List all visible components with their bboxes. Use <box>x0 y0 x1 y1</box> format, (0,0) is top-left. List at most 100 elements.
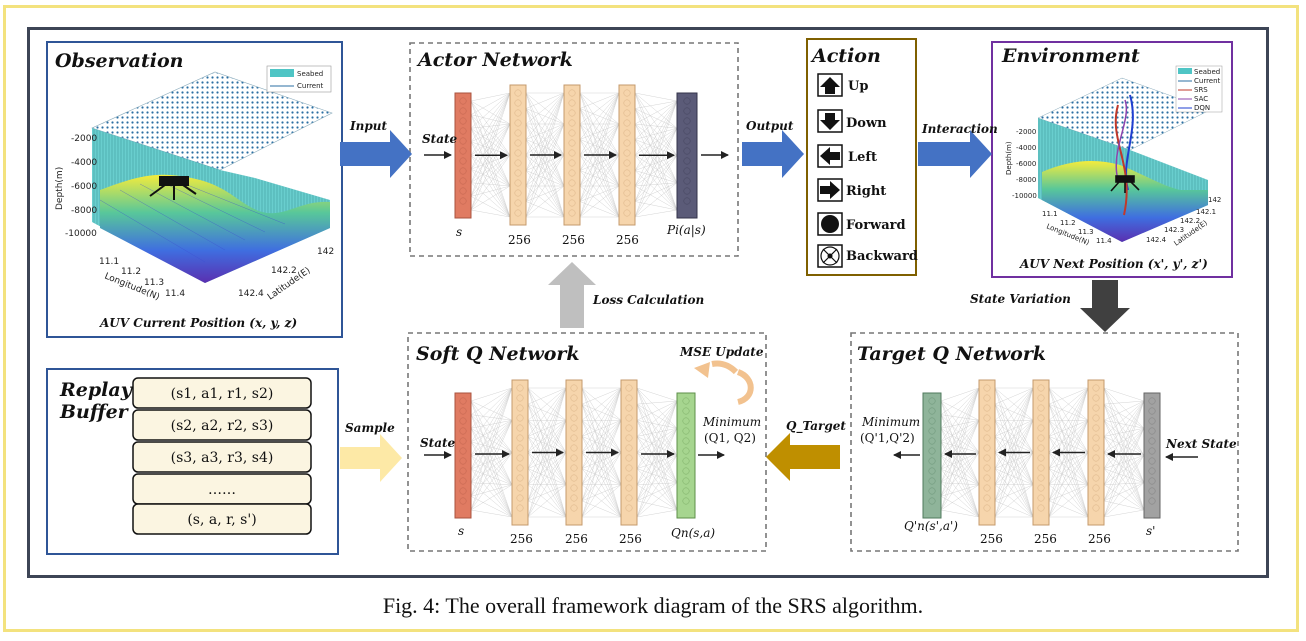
figure-caption: Fig. 4: The overall framework diagram of… <box>382 593 924 618</box>
actor-labels: State s 256 256 256 Pi(a|s) <box>422 132 706 247</box>
action-title: Action <box>810 45 881 67</box>
right-arrow-icon <box>820 181 840 199</box>
buffer-row <box>132 377 312 409</box>
legend-sac: SAC <box>1194 95 1208 103</box>
y-tick: 142.4 <box>238 289 264 299</box>
observation-3d-plot <box>91 71 333 283</box>
x-tick: 11.2 <box>1060 219 1076 227</box>
targetq-layer-1 <box>978 379 996 526</box>
x-tick: 11.3 <box>1078 228 1094 236</box>
target-minimum-label: Minimum <box>861 415 920 429</box>
replay-buffer-panel: Replay Buffer (s1, a1, r1, s2) (s2, a2, … <box>46 368 339 555</box>
action-backward-label: Backward <box>846 249 918 264</box>
state-variation-label: State Variation <box>970 292 1071 306</box>
y-tick: 142.1 <box>1196 208 1216 216</box>
x-tick: 11.3 <box>144 278 164 288</box>
softq-layer-2 <box>565 379 583 526</box>
sample-label: Sample <box>345 421 395 435</box>
buffer-row <box>132 503 312 535</box>
sample-arrow: Sample <box>340 421 402 482</box>
soft-q-minimum-label: Minimum <box>702 415 761 429</box>
mse-update-label: MSE Update <box>679 345 764 359</box>
legend-srs: SRS <box>1194 86 1208 94</box>
soft-q-state-label: State <box>420 436 456 450</box>
legend-current: Current <box>297 82 324 90</box>
left-arrow-icon <box>820 147 840 165</box>
buffer-row-text: (s1, a1, r1, s2) <box>171 386 274 402</box>
z-tick: -4000 <box>1016 144 1036 152</box>
z-tick: -4000 <box>71 158 97 168</box>
actor-layer-3 <box>618 84 636 226</box>
action-up-label: Up <box>848 79 868 94</box>
target-q-network-panel <box>850 332 1239 552</box>
mse-update-arrowhead <box>694 362 710 378</box>
z-tick: -6000 <box>1016 160 1036 168</box>
actor-layer-1 <box>509 84 527 226</box>
targetq-layer-0 <box>922 392 942 519</box>
sac-path <box>1115 99 1128 181</box>
legend-seabed: Seabed <box>1194 68 1220 76</box>
environment-legend: Seabed Current SRS SAC DQN <box>1175 65 1223 113</box>
diagram-frame <box>27 27 1269 578</box>
softq-layer-0 <box>454 392 472 519</box>
action-left: Left <box>817 144 877 168</box>
action-left-label: Left <box>848 150 877 165</box>
interaction-label: Interaction <box>921 122 998 136</box>
loss-calculation-arrow: Loss Calculation <box>548 262 704 328</box>
interaction-arrow: Interaction <box>918 122 998 178</box>
soft-q-minimum-args: (Q1, Q2) <box>704 431 756 445</box>
y-tick: 142.2 <box>1180 217 1200 225</box>
action-down: Down <box>817 109 887 133</box>
soft-q-network-title: Soft Q Network <box>416 343 580 365</box>
y-tick: 142 <box>1208 196 1221 204</box>
actor-layer-label: 256 <box>616 233 639 247</box>
next-state-label: Next State <box>1165 437 1237 451</box>
next-position-label: AUV Next Position (x', y', z') <box>1019 257 1208 271</box>
y-tick: 142.4 <box>1146 236 1167 244</box>
y-tick: 142 <box>317 247 334 257</box>
x-tick: 11.4 <box>1096 237 1112 245</box>
forward-dot-icon <box>821 215 839 233</box>
x-tick: 11.4 <box>165 289 185 299</box>
action-right-label: Right <box>846 184 886 199</box>
network-layers <box>424 84 1198 526</box>
z-tick: -8000 <box>71 206 97 216</box>
q-target-arrow: Q_Target <box>766 419 846 481</box>
softq-layer-4 <box>676 392 696 519</box>
input-label: Input <box>349 119 387 133</box>
targetq-layer-3 <box>1087 379 1105 526</box>
replay-buffer-title-line2: Buffer <box>59 401 130 423</box>
environment-3d-plot <box>1037 77 1211 242</box>
srs-path <box>1114 104 1128 216</box>
legend-current: Current <box>1194 77 1221 85</box>
target-layer-label: 256 <box>980 532 1003 546</box>
observation-panel: Observation Seabed Current <box>46 41 343 338</box>
z-tick: -10000 <box>1012 192 1037 200</box>
soft-q-labels: State s 256 256 256 Qn(s,a) MSE Update M… <box>420 345 764 546</box>
mse-update-curved-arrow-icon <box>736 369 754 405</box>
target-output-label: Q'n(s',a') <box>904 519 958 533</box>
soft-q-layer-label: s <box>458 524 464 538</box>
buffer-row-text: (s, a, r, s') <box>187 512 256 528</box>
actor-network-panel <box>409 42 739 257</box>
actor-layer-label: 256 <box>508 233 531 247</box>
state-variation-arrow: State Variation <box>970 280 1130 332</box>
buffer-row <box>132 409 312 441</box>
environment-panel: Environment Seabed C <box>991 41 1233 278</box>
buffer-row-text: (s2, a2, r2, s3) <box>171 418 274 434</box>
up-arrow-icon <box>820 77 840 94</box>
actor-layer-0 <box>454 92 472 219</box>
target-layer-label: 256 <box>1088 532 1111 546</box>
target-next-state-symbol: s' <box>1146 524 1155 538</box>
output-label: Output <box>746 119 794 133</box>
x-tick: 11.1 <box>99 257 119 267</box>
environment-title: Environment <box>1001 45 1140 67</box>
replay-buffer-title-line1: Replay <box>59 379 134 401</box>
soft-q-layer-label: 256 <box>510 532 533 546</box>
target-q-labels: Next State Minimum (Q'1,Q'2) Q'n(s',a') … <box>860 415 1237 546</box>
q-target-label: Q_Target <box>786 419 846 434</box>
z-tick: -2000 <box>71 134 97 144</box>
y-tick: 142.2 <box>271 266 297 276</box>
action-right: Right <box>817 178 886 202</box>
